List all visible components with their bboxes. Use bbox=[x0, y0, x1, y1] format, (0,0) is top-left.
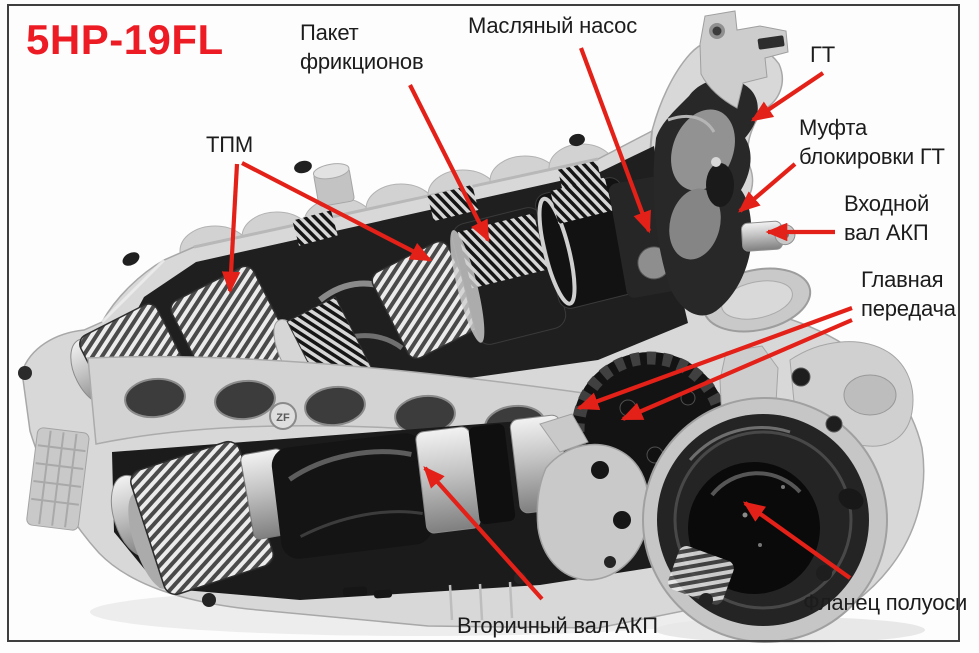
torque-converter-region bbox=[653, 10, 796, 316]
axle-flange bbox=[642, 397, 888, 643]
zf-badge-text: ZF bbox=[276, 412, 290, 424]
zf-badge: ZF bbox=[269, 402, 297, 430]
secondary-shaft-drum bbox=[271, 433, 433, 559]
ribbed-side-panel bbox=[26, 427, 90, 531]
breather-plug bbox=[312, 163, 355, 207]
input-shaft-stub bbox=[740, 220, 796, 252]
mounting-bracket bbox=[699, 10, 789, 109]
